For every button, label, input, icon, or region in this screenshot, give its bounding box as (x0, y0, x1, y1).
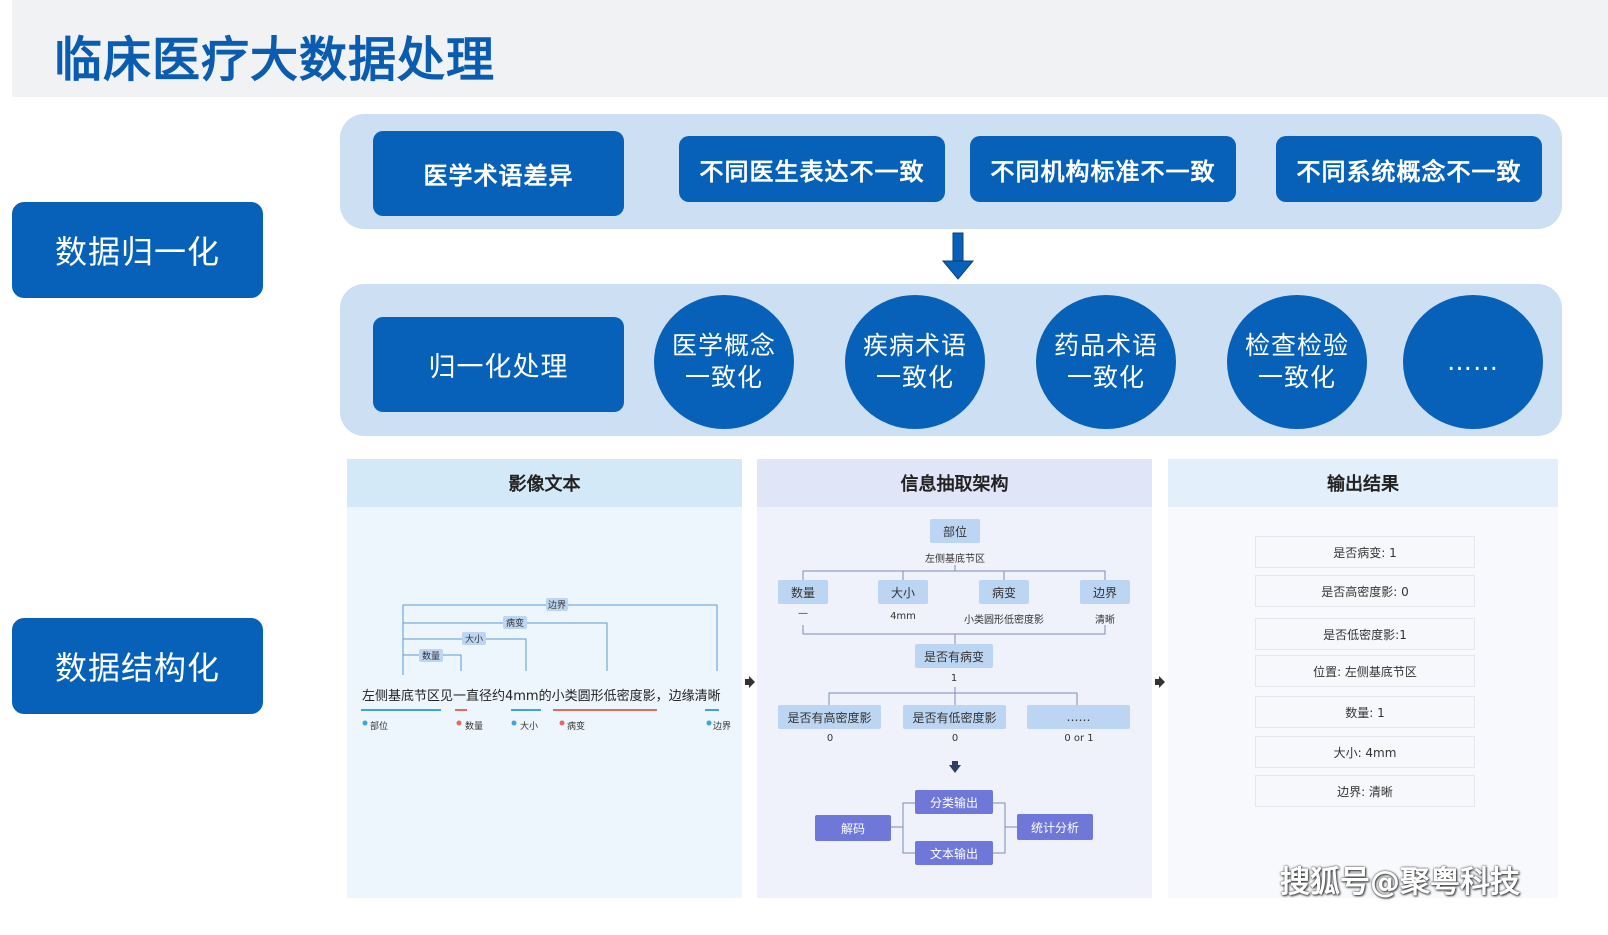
disease-term-circle: 疾病术语 一致化 (845, 295, 985, 429)
output-row: 边界: 清晰 (1255, 775, 1475, 807)
down-arrow-icon (941, 232, 975, 280)
node-has-lesion-value: 1 (950, 673, 958, 684)
output-row: 大小: 4mm (1255, 736, 1475, 768)
text-output-box: 文本输出 (915, 841, 993, 865)
node-low-density-value: 0 (951, 733, 959, 744)
output-row: 是否低密度影:1 (1255, 618, 1475, 650)
classification-output-box: 分类输出 (915, 790, 993, 814)
right-arrow-icon (745, 676, 755, 688)
legend-size: 大小 (520, 722, 539, 732)
drug-term-circle: 药品术语 一致化 (1036, 295, 1176, 429)
terminology-diff-box: 医学术语差异 (373, 131, 624, 216)
output-row: 位置: 左侧基底节区 (1255, 655, 1475, 687)
node-quantity-value: — (798, 608, 808, 619)
node-location: 部位 (930, 519, 980, 543)
tag-quantity: 数量 (419, 649, 443, 662)
extraction-header: 信息抽取架构 (757, 459, 1152, 507)
node-lesion: 病变 (979, 580, 1029, 604)
node-high-density: 是否有高密度影 (778, 705, 881, 729)
system-inconsistency-box: 不同系统概念不一致 (1276, 136, 1542, 202)
doctor-inconsistency-box: 不同医生表达不一致 (679, 136, 945, 202)
node-location-value: 左侧基底节区 (925, 554, 985, 565)
header-bar (12, 0, 1608, 97)
statistics-box: 统计分析 (1017, 814, 1093, 840)
image-text-header: 影像文本 (347, 459, 742, 507)
node-quantity: 数量 (778, 580, 828, 604)
tag-size: 大小 (462, 632, 486, 645)
exam-test-circle: 检查检验 一致化 (1227, 295, 1367, 429)
node-has-lesion: 是否有病变 (915, 644, 993, 668)
normalization-process-box: 归一化处理 (373, 317, 624, 412)
right-arrow-icon (1155, 676, 1165, 688)
legend-quantity: 数量 (465, 722, 484, 732)
image-text-body (347, 507, 742, 898)
normalization-label: 数据归一化 (12, 202, 263, 298)
output-row: 是否高密度影: 0 (1255, 575, 1475, 607)
node-boundary: 边界 (1080, 580, 1130, 604)
legend-boundary: 边界 (713, 722, 732, 732)
legend-location: 部位 (370, 722, 389, 732)
tag-boundary: 边界 (546, 598, 568, 611)
medical-concept-circle: 医学概念 一致化 (654, 295, 794, 429)
node-boundary-value: 清晰 (1095, 615, 1115, 626)
report-sentence: 左侧基底节区见一直径约4mm的小类圆形低密度影，边缘清晰 (362, 689, 721, 704)
node-more: …… (1027, 705, 1130, 729)
node-lesion-value: 小类圆形低密度影 (964, 615, 1044, 626)
institution-inconsistency-box: 不同机构标准不一致 (970, 136, 1236, 202)
output-row: 是否病变: 1 (1255, 536, 1475, 568)
node-more-value: 0 or 1 (1064, 733, 1094, 744)
structuring-label: 数据结构化 (12, 618, 263, 714)
node-high-density-value: 0 (826, 733, 834, 744)
output-row: 数量: 1 (1255, 696, 1475, 728)
more-circle: …… (1403, 295, 1543, 429)
tag-lesion: 病变 (503, 616, 527, 629)
node-size-value: 4mm (890, 611, 916, 622)
legend-lesion: 病变 (567, 722, 586, 732)
decode-box: 解码 (815, 815, 891, 841)
extraction-tree-lines (802, 565, 1106, 854)
node-low-density: 是否有低密度影 (903, 705, 1006, 729)
page-title: 临床医疗大数据处理 (54, 32, 496, 88)
watermark: 搜狐号@聚粤科技 (1280, 865, 1520, 900)
output-header: 输出结果 (1168, 459, 1558, 507)
node-size: 大小 (878, 580, 928, 604)
